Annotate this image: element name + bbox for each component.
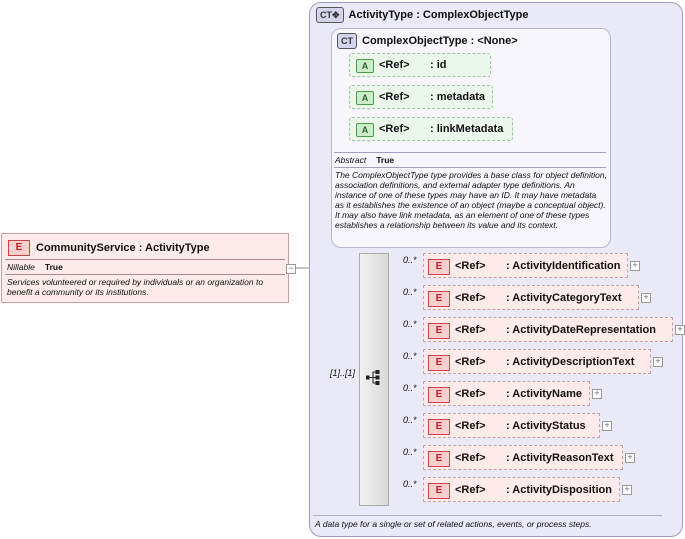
child-element[interactable]: E <Ref> : ActivityDisposition <box>423 477 620 502</box>
element-ref: <Ref> <box>455 484 486 496</box>
child-cardinality: 0..* <box>403 479 417 489</box>
attribute-ref: <Ref> <box>379 123 410 135</box>
attribute-badge-icon: A <box>356 123 374 137</box>
nillable-label: Nillable <box>7 262 35 272</box>
attribute-name: : metadata <box>430 91 486 103</box>
child-cardinality: 0..* <box>403 383 417 393</box>
element-name: : ActivityDateRepresentation <box>506 324 656 336</box>
complex-object-type-title: CT ComplexObjectType : <None> <box>337 33 518 49</box>
element-type: : ActivityType <box>138 241 210 254</box>
community-service-element[interactable]: E CommunityService : ActivityType Nillabl… <box>1 233 289 303</box>
complex-type-icon: CT <box>337 33 357 49</box>
attribute-badge-icon: A <box>356 91 374 105</box>
attribute-ref: <Ref> <box>379 91 410 103</box>
divider <box>5 259 285 260</box>
complex-object-type-name: ComplexObjectType : <None> <box>362 34 518 47</box>
child-cardinality: 0..* <box>403 255 417 265</box>
divider <box>334 167 606 168</box>
child-cardinality: 0..* <box>403 351 417 361</box>
complex-type-icon: CT✥ <box>316 7 344 23</box>
child-element[interactable]: E <Ref> : ActivityName <box>423 381 590 406</box>
child-element[interactable]: E <Ref> : ActivityReasonText <box>423 445 623 470</box>
element-badge-icon: E <box>428 387 450 403</box>
element-name: : ActivityIdentification <box>506 260 621 272</box>
child-cardinality: 0..* <box>403 447 417 457</box>
child-cardinality: 0..* <box>403 319 417 329</box>
attribute-name: : id <box>430 59 447 71</box>
element-badge-icon: E <box>428 355 450 371</box>
collapse-icon[interactable]: − <box>286 264 296 274</box>
element-ref: <Ref> <box>455 292 486 304</box>
expand-icon[interactable]: + <box>630 261 640 271</box>
element-ref: <Ref> <box>455 260 486 272</box>
child-element[interactable]: E <Ref> : ActivityDateRepresentation <box>423 317 673 342</box>
element-name: : ActivityCategoryText <box>506 292 622 304</box>
child-element[interactable]: E <Ref> : ActivityStatus <box>423 413 600 438</box>
attribute-metadata[interactable]: A <Ref> : metadata <box>349 85 493 109</box>
element-name: : ActivityDescriptionText <box>506 356 635 368</box>
child-element[interactable]: E <Ref> : ActivityIdentification <box>423 253 628 278</box>
element-ref: <Ref> <box>455 324 486 336</box>
attribute-badge-icon: A <box>356 59 374 73</box>
abstract-property: Abstract True <box>335 155 394 165</box>
element-documentation: Services volunteered or required by indi… <box>7 277 264 297</box>
element-ref: <Ref> <box>455 388 486 400</box>
element-badge-icon: E <box>8 240 30 256</box>
element-badge-icon: E <box>428 451 450 467</box>
element-badge-icon: E <box>428 291 450 307</box>
activity-type-documentation: A data type for a single or set of relat… <box>315 519 592 529</box>
attribute-id[interactable]: A <Ref> : id <box>349 53 491 77</box>
child-element[interactable]: E <Ref> : ActivityDescriptionText <box>423 349 651 374</box>
element-name: : ActivityDisposition <box>506 484 612 496</box>
attribute-name: : linkMetadata <box>430 123 504 135</box>
element-ref: <Ref> <box>455 356 486 368</box>
element-name: : ActivityStatus <box>506 420 586 432</box>
element-name: : ActivityName <box>506 388 583 400</box>
nillable-value: True <box>44 262 63 272</box>
activity-type-title: CT✥ ActivityType : ComplexObjectType <box>316 7 528 23</box>
element-badge-icon: E <box>428 483 450 499</box>
element-name: CommunityService <box>36 241 136 254</box>
child-cardinality: 0..* <box>403 287 417 297</box>
abstract-label: Abstract <box>335 155 367 165</box>
divider <box>5 274 285 275</box>
element-title: E CommunityService : ActivityType <box>8 240 210 256</box>
expand-icon[interactable]: + <box>592 389 602 399</box>
child-element[interactable]: E <Ref> : ActivityCategoryText <box>423 285 639 310</box>
element-ref: <Ref> <box>455 452 486 464</box>
sequence-icon <box>366 370 380 385</box>
child-cardinality: 0..* <box>403 415 417 425</box>
element-badge-icon: E <box>428 323 450 339</box>
attribute-ref: <Ref> <box>379 59 410 71</box>
nillable-property: Nillable True <box>7 262 63 272</box>
divider <box>334 152 606 153</box>
element-badge-icon: E <box>428 259 450 275</box>
element-name: : ActivityReasonText <box>506 452 614 464</box>
element-ref: <Ref> <box>455 420 486 432</box>
activity-type-name: ActivityType : ComplexObjectType <box>348 8 529 21</box>
element-badge-icon: E <box>428 419 450 435</box>
sequence-compositor[interactable] <box>359 253 389 506</box>
abstract-value: True <box>376 155 395 165</box>
expand-icon[interactable]: + <box>641 293 651 303</box>
expand-icon[interactable]: + <box>602 421 612 431</box>
base-type-documentation: The ComplexObjectType type provides a ba… <box>335 170 607 230</box>
expand-icon[interactable]: + <box>653 357 663 367</box>
sequence-cardinality: [1]..[1] <box>330 368 356 378</box>
expand-icon[interactable]: + <box>625 453 635 463</box>
expand-icon[interactable]: + <box>675 325 685 335</box>
expand-icon[interactable]: + <box>622 485 632 495</box>
divider <box>313 515 662 516</box>
attribute-link-metadata[interactable]: A <Ref> : linkMetadata <box>349 117 513 141</box>
